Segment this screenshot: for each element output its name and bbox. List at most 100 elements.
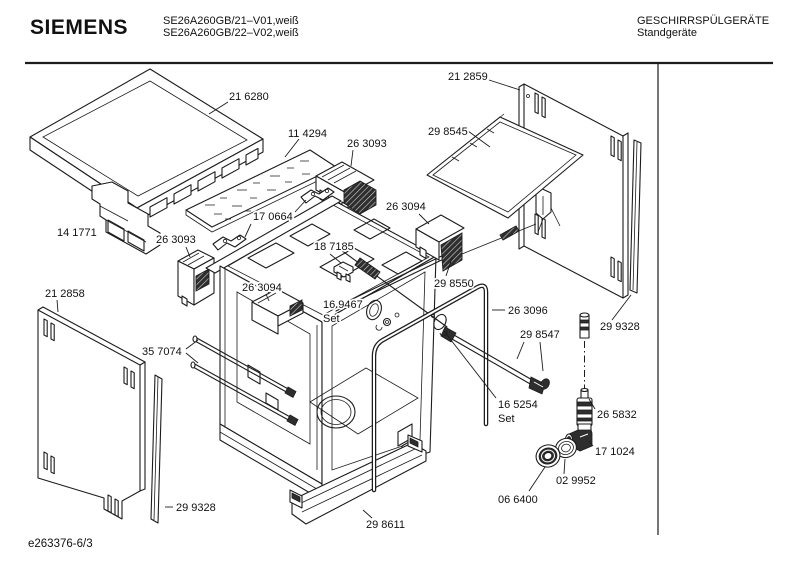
part-number-text-26-3094-right: 26 3094 [386,201,426,213]
part-label-06-6400: 06 6400 [496,466,546,508]
part-number-text-29-9328-right: 29 9328 [600,321,640,333]
category-title: GESCHIRRSPÜLGERÄTE [637,15,770,27]
leader-line-17-1024 [588,440,594,447]
leader-line-35-7074 [185,352,199,364]
part-label-26-5832: 26 5832 [588,398,639,423]
part-number-text-26-3093-top: 26 3093 [347,138,387,150]
leader-line-26-3093-top [350,149,354,167]
leader-line-29-9328-right [611,294,632,321]
leader-line-21-2858 [56,299,59,313]
part-number-text-29-8611: 29 8611 [366,519,405,531]
part-number-text-26-3094-left: 26 3094 [242,282,282,294]
part-label-29-8550: 29 8550 [432,257,476,292]
part-label-14-1771: 14 1771 [55,225,98,241]
part-label-29-9328-right: 29 9328 [598,294,642,335]
part-labels-layer: 21 6280 11 4294 26 3093 29 8545 21 2859 14 17… [43,69,642,533]
part-label-26-3094-left: 26 3094 [240,280,284,302]
part-number-text-29-8550: 29 8550 [434,278,474,290]
part-label-29-8611: 29 8611 [362,509,407,533]
part-number-text-29-8547: 29 8547 [520,329,560,341]
part-number-text-26-3096: 26 3096 [508,305,548,317]
leader-line-06-6400 [528,466,546,492]
leader-line-29-8547 [516,341,525,360]
part-number-text-18-7185: 18 7185 [314,241,354,253]
part-label-26-3094-right: 26 3094 [384,199,430,225]
leader-line-02-9952 [563,458,566,475]
part-label-29-8547: 29 8547 [516,327,562,372]
model-numbers: SE26A260GB/21–V01,weiß SE26A260GB/22–V02… [163,15,299,40]
latch-shape-26-3094-right [415,214,465,272]
leader-line-29-8545 [467,130,491,148]
leader-line-21-6280 [208,101,229,115]
door-gasket-shape-26-3096 [371,283,489,493]
part-label-11-4294: 11 4294 [284,126,329,158]
tub-shape [205,195,437,501]
part-number-text-29-9328-left: 29 9328 [176,502,216,514]
side-panel-right-shape-21-2859 [518,83,629,299]
part-number-text-06-6400: 06 6400 [498,494,538,506]
base-rails-shape-35-7074 [190,335,299,427]
model-line-2: SE26A260GB/22–V02,weiß [163,26,299,39]
part-label-29-8545: 29 8545 [426,124,491,148]
base-molding-shape-14-1771 [91,181,161,255]
clip-shape-18-7185 [333,261,354,283]
leader-line-29-8547 [539,341,544,372]
part-label-26-3096: 26 3096 [492,303,550,319]
leader-line-26-3094-left [265,293,270,302]
part-label-21-2858: 21 2858 [43,286,87,313]
part-number-text2-16-9467: Set [323,313,340,325]
leader-line-18-7185 [329,253,342,264]
part-label-17-1024: 17 1024 [588,440,637,460]
model-line-1: SE26A260GB/21–V01,weiß [163,15,299,27]
part-number-text-14-1771: 14 1771 [57,227,97,239]
part-number-text-35-7074: 35 7074 [142,346,182,358]
leader-line-26-5832 [588,398,596,410]
part-number-text-21-2858: 21 2858 [45,288,85,300]
part-number-text2-16-5254: Set [498,413,515,425]
part-number-text-02-9952: 02 9952 [556,475,596,487]
leader-line-35-7074 [185,339,199,350]
seal-shape-06-6400 [535,444,561,468]
trim-strip-shape-29-9328-left [150,374,163,524]
appliance-category: GESCHIRRSPÜLGERÄTE Standgeräte [637,15,770,40]
part-label-02-9952: 02 9952 [554,458,598,489]
part-number-text-26-5832: 26 5832 [597,409,637,421]
part-number-text-26-3093-left: 26 3093 [156,234,196,246]
leader-line-17-0664 [294,199,307,213]
category-subtitle: Standgeräte [637,26,697,39]
part-number-text-21-6280: 21 6280 [229,91,269,103]
part-number-text-17-1024: 17 1024 [595,446,635,458]
worktop-shape-21-6280 [29,68,264,222]
leader-line-29-8611 [362,509,373,519]
seal-shape-02-9952 [555,437,577,459]
bracket-shape-17-0664-left [212,234,247,251]
clamp-shape-16-5254 [431,313,448,337]
hose-connector-shape [579,312,590,339]
door-hinge-bracket-shape [461,185,561,255]
part-number-text-11-4294: 11 4294 [288,128,327,140]
leader-line-11-4294 [284,138,300,158]
part-number-text-17-0664: 17 0664 [253,211,293,223]
side-panel-left-shape-21-2858 [37,306,146,520]
part-number-text-21-2859: 21 2859 [448,71,488,83]
brand-logo: SIEMENS [30,16,129,39]
part-label-18-7185: 18 7185 [312,239,356,264]
dispenser-shape-26-3094-left [251,288,304,335]
part-label-17-0664: 17 0664 [244,199,307,238]
base-channel-shape-29-8611 [289,434,427,525]
inlet-pipe-shape-29-8547 [440,326,550,395]
leader-line-29-8550 [445,257,453,277]
part-label-21-6280: 21 6280 [208,89,271,115]
part-label-29-9328-left: 29 9328 [165,500,218,516]
valve-shape-26-5832 [576,387,593,427]
leader-line-26-3093-left [185,246,191,258]
part-number-text-16-5254: 16 5254 [498,399,538,411]
part-label-26-3093-top: 26 3093 [345,136,389,167]
trim-strip-shape-29-9328-right [629,139,642,294]
latch-shape-26-3093-left [177,249,215,307]
leader-line-16-5254 [443,330,497,399]
document-reference: e263376-6/3 [28,538,93,550]
